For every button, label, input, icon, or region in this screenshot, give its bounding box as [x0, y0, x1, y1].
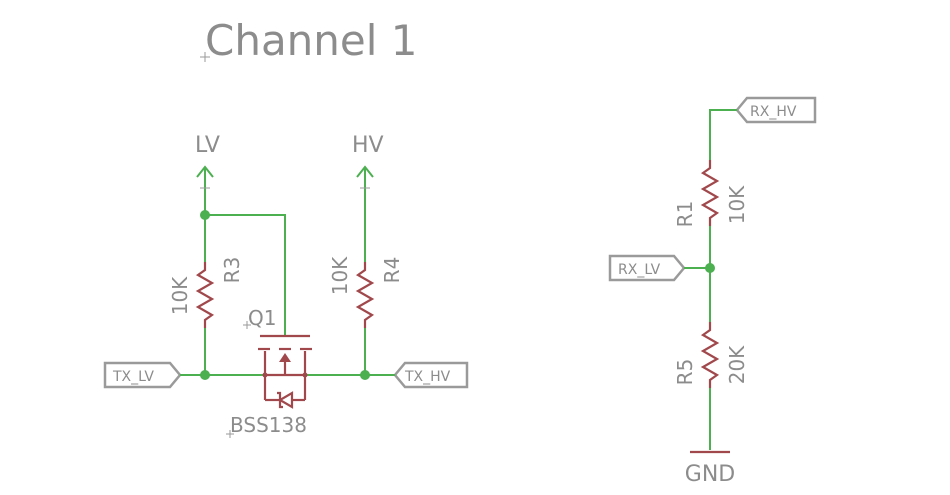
- rx-lv-port-flag: [608, 254, 686, 282]
- hv-supply-label: HV: [352, 133, 384, 158]
- rx-hv-port-label: RX_HV: [750, 104, 797, 120]
- lv-supply-arrow-icon: [196, 165, 214, 215]
- lv-supply-label: LV: [195, 133, 220, 158]
- gate-wire: [205, 214, 286, 335]
- r1-resistor-icon: [700, 160, 720, 226]
- r1-name: R1: [673, 201, 697, 228]
- r3-resistor-icon: [195, 262, 215, 328]
- r5-name: R5: [673, 359, 697, 386]
- r4-value: 10K: [328, 256, 352, 295]
- page-title: Channel 1: [205, 16, 418, 65]
- junction-dot: [360, 370, 370, 380]
- tx-lv-port-label: TX_LV: [112, 369, 154, 385]
- rx-lv-port-label: RX_LV: [618, 262, 661, 278]
- q1-value: BSS138: [230, 413, 307, 437]
- title-origin-mark: [200, 52, 210, 62]
- rx-hv-wire: [709, 109, 737, 160]
- r5-resistor-icon: [700, 322, 720, 388]
- r3-value: 10K: [168, 276, 192, 315]
- rx-hv-port-flag: [735, 96, 817, 124]
- tx-lv-port-flag: [103, 361, 182, 389]
- r4-resistor-icon: [355, 262, 375, 328]
- tx-hv-port-flag: [393, 361, 469, 389]
- r4-name: R4: [380, 257, 404, 284]
- q1-name: Q1: [248, 306, 276, 330]
- junction-dot: [200, 370, 210, 380]
- q1-mosfet-icon: [258, 334, 312, 409]
- r5-value: 20K: [725, 345, 749, 384]
- hv-supply-arrow-icon: [356, 165, 374, 262]
- r3-name: R3: [220, 257, 244, 284]
- junction-dot: [705, 263, 715, 273]
- r1-value: 10K: [725, 185, 749, 224]
- tx-hv-port-label: TX_HV: [404, 369, 451, 385]
- gnd-label: GND: [685, 462, 735, 487]
